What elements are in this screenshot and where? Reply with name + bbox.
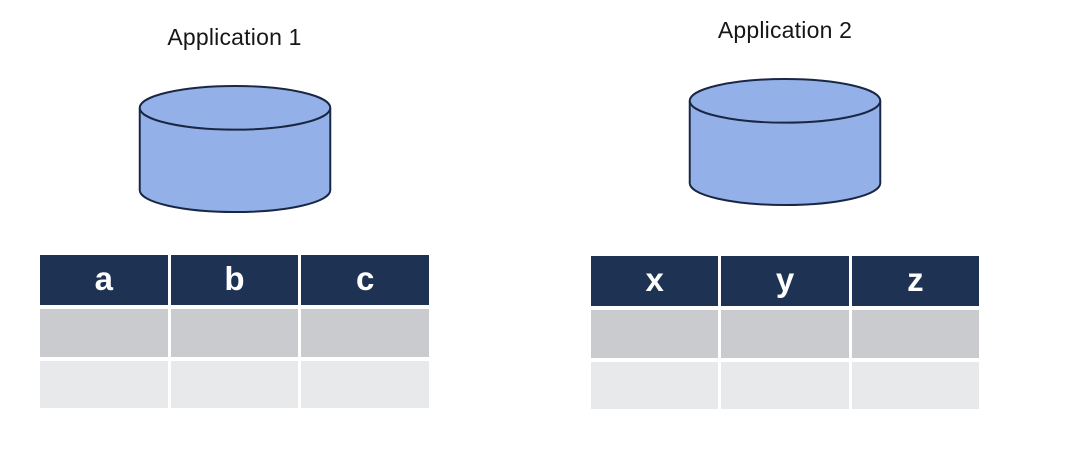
database-cylinder-icon: [688, 78, 882, 207]
column-header: z: [851, 256, 979, 306]
empty-cell: [170, 361, 299, 408]
application-1-title: Application 1: [167, 24, 302, 50]
empty-cell: [721, 310, 849, 358]
application-2-group: Application 2 x y z: [591, 0, 979, 453]
application-2-title: Application 2: [717, 17, 853, 43]
column-header: y: [721, 256, 849, 306]
column-header: c: [301, 255, 429, 305]
empty-cell: [40, 309, 168, 357]
empty-cell: [591, 310, 719, 358]
column-header: b: [170, 255, 299, 305]
empty-cell: [851, 362, 979, 409]
empty-cell: [591, 362, 719, 409]
empty-cell: [721, 362, 849, 409]
empty-cell: [301, 309, 429, 357]
database-cylinder-icon: [138, 85, 332, 214]
empty-cell: [851, 310, 979, 358]
application-1-table: a b c: [40, 255, 429, 408]
empty-cell: [170, 309, 299, 357]
column-header: x: [591, 256, 719, 306]
column-header: a: [40, 255, 168, 305]
application-2-table: x y z: [591, 256, 979, 409]
empty-cell: [40, 361, 168, 408]
application-1-group: Application 1 a b c: [40, 0, 429, 453]
empty-cell: [301, 361, 429, 408]
